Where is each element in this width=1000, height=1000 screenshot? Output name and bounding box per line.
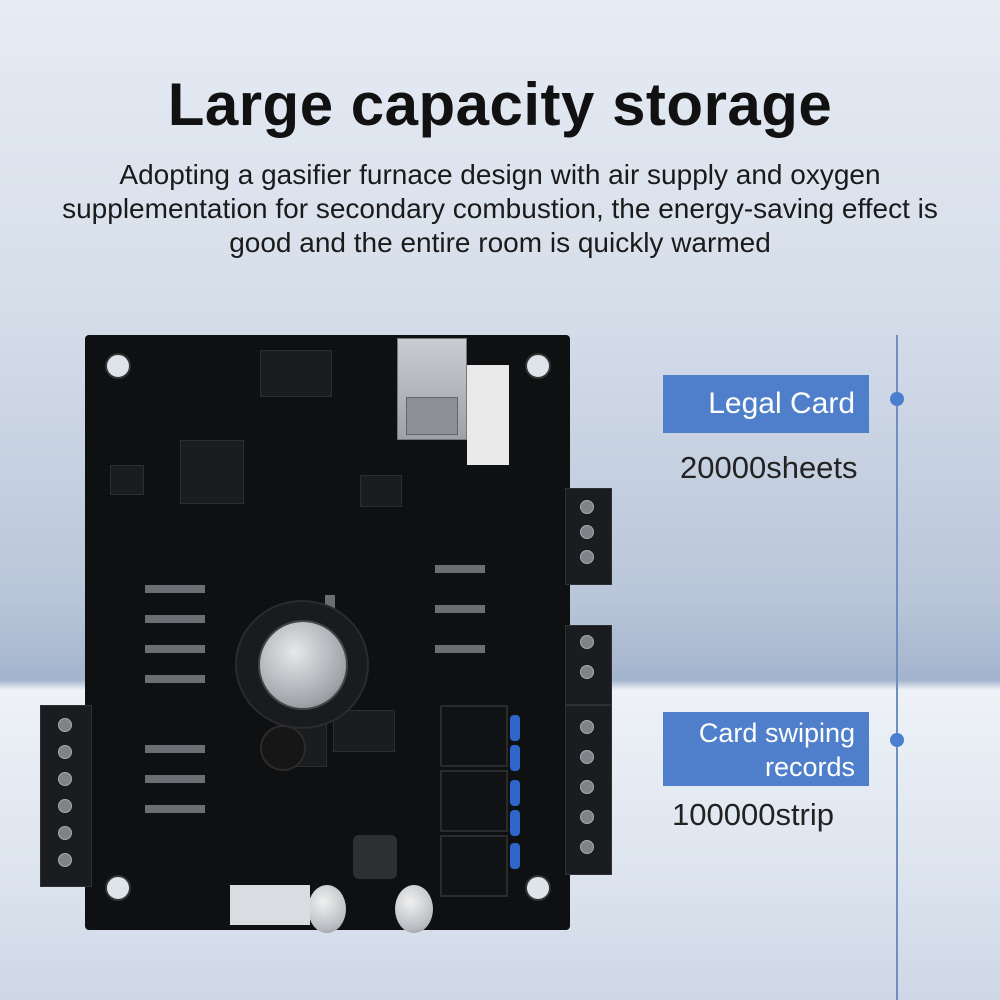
chip (333, 710, 395, 752)
headline: Large capacity storage (167, 71, 833, 138)
mounting-hole (525, 875, 551, 901)
timeline-dot (890, 733, 904, 747)
capacitor (308, 885, 346, 933)
buzzer (260, 725, 306, 771)
inductor (353, 835, 397, 879)
mounting-hole (105, 353, 131, 379)
chip (260, 350, 332, 397)
timeline-dot (890, 392, 904, 406)
coin-battery (258, 620, 348, 710)
ethernet-jack (397, 338, 467, 440)
relay (440, 770, 508, 832)
feature-label-legal-card: Legal Card (663, 375, 869, 433)
dip-switch (230, 885, 310, 925)
relay (440, 835, 508, 897)
description-text: Adopting a gasifier furnace design with … (62, 159, 938, 258)
chip (110, 465, 144, 495)
circuit-board-image (40, 320, 620, 935)
feature-value-legal-card: 20000sheets (680, 450, 858, 485)
chip (360, 475, 402, 507)
mounting-hole (105, 875, 131, 901)
capacitor (395, 885, 433, 933)
serial-sticker (467, 365, 509, 465)
microcontroller-chip (180, 440, 244, 504)
mounting-hole (525, 353, 551, 379)
feature-label-card-swiping-records: Card swiping records (663, 712, 869, 786)
pcb-body (85, 335, 570, 933)
feature-value-card-swiping-records: 100000strip (672, 797, 835, 832)
relay (440, 705, 508, 767)
timeline-line (896, 335, 898, 1000)
